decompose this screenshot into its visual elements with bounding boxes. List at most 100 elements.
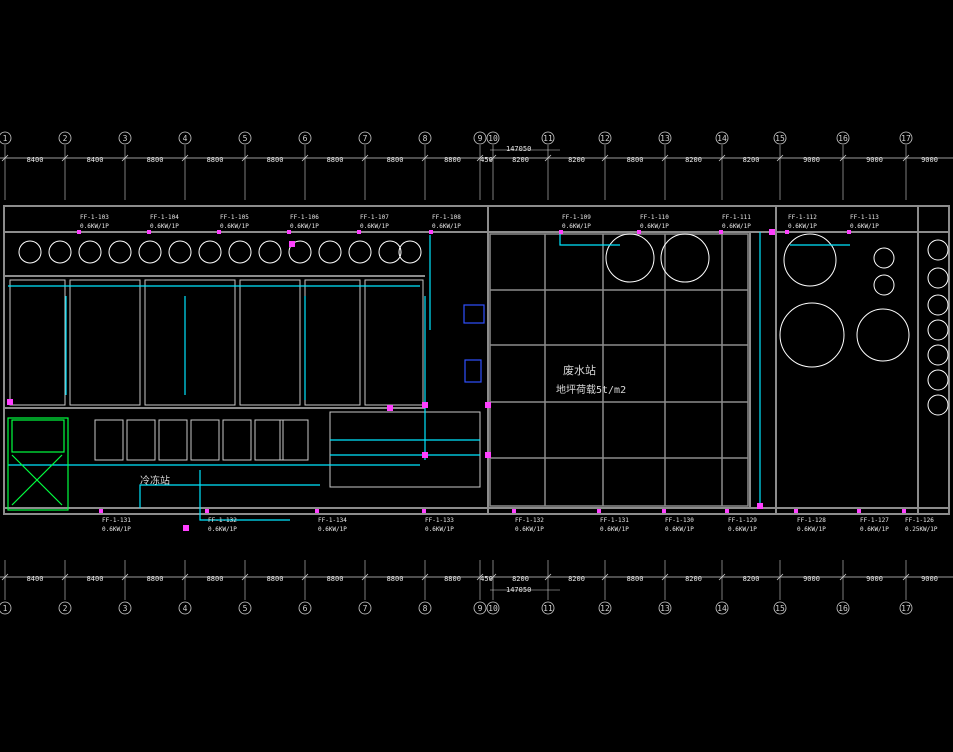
equip-bay-1 — [9, 279, 66, 406]
equipment-tag-spec: 0.6KW/1P — [360, 223, 389, 230]
axis-label: 15 — [775, 134, 785, 143]
equipment-tag-spec: 0.6KW/1P — [850, 223, 879, 230]
equipment-tag-spec: 0.6KW/1P — [318, 526, 347, 533]
tag-marker — [847, 230, 851, 234]
axis-label: 4 — [183, 134, 188, 143]
mid-tank — [873, 274, 895, 296]
tag-marker — [725, 509, 729, 513]
blue-markers — [463, 304, 485, 383]
annotation-marker — [769, 229, 775, 235]
equipment-tag-id: FF-1-107 — [360, 214, 389, 221]
axis-bubble — [836, 601, 850, 615]
dim-tick — [241, 154, 249, 162]
equipment-tag-spec: 0.6KW/1P — [432, 223, 461, 230]
axis-bubble — [715, 131, 729, 145]
axis-bubble — [899, 601, 913, 615]
axis-label: 9 — [478, 604, 483, 613]
dim-spacing-bottom: 8800 — [387, 575, 404, 583]
axis-label: 12 — [600, 134, 610, 143]
axis-label: 10 — [488, 134, 498, 143]
equipment-tag-spec: 0.6KW/1P — [208, 526, 237, 533]
room-label-floor-load: 地坪荷载5t/m2 — [556, 383, 626, 396]
dim-spacing-top: 8200 — [512, 156, 529, 164]
dim-tick — [301, 154, 309, 162]
axis-label: 2 — [63, 604, 68, 613]
small-tank — [258, 240, 282, 264]
axis-label: 2 — [63, 134, 68, 143]
axis-bubble — [118, 131, 132, 145]
equipment-tag-id: FF-1-131 — [600, 517, 629, 524]
total-dimension-bottom: 147050 — [506, 586, 531, 594]
dim-spacing-top: 8800 — [444, 156, 461, 164]
dim-tick — [839, 573, 847, 581]
tag-marker — [147, 230, 151, 234]
small-tank — [288, 240, 312, 264]
axis-grid: 1122334455667788991010111112121313141415… — [0, 131, 913, 615]
equip-bay-3 — [144, 279, 236, 406]
axis-bubble — [238, 601, 252, 615]
dim-spacing-bottom: 8200 — [743, 575, 760, 583]
dim-spacing-top: 8200 — [568, 156, 585, 164]
axis-label: 16 — [838, 604, 848, 613]
axis-label: 11 — [543, 604, 553, 613]
dim-tick — [121, 573, 129, 581]
left-equipment-room — [9, 279, 481, 488]
dim-spacing-top: 8400 — [27, 156, 44, 164]
equipment-tag-spec: 0.6KW/1P — [600, 526, 629, 533]
equipment-tag-id: FF-1-132 — [208, 517, 237, 524]
dim-tick — [241, 573, 249, 581]
right-tank — [927, 294, 949, 316]
dim-spacing-top: 8800 — [147, 156, 164, 164]
equipment-tag-spec: 0.6KW/1P — [102, 526, 131, 533]
axis-label: 10 — [488, 604, 498, 613]
equipment-tag-id: FF-1-131 — [102, 517, 131, 524]
dim-tick — [421, 573, 429, 581]
large-tank — [660, 233, 710, 283]
axis-bubble — [773, 601, 787, 615]
annotation-marker — [387, 405, 393, 411]
dim-spacing-bottom: 8800 — [444, 575, 461, 583]
dim-spacing-top: 8200 — [743, 156, 760, 164]
equipment-tag-spec: 0.25KW/1P — [905, 526, 938, 533]
tag-marker — [77, 230, 81, 234]
tag-marker — [662, 509, 666, 513]
tag-marker — [785, 230, 789, 234]
axis-bubble — [715, 601, 729, 615]
dim-spacing-top: 8400 — [87, 156, 104, 164]
annotation-marker — [485, 402, 491, 408]
dim-tick — [301, 573, 309, 581]
dim-tick — [361, 154, 369, 162]
dim-spacing-bottom: 8200 — [512, 575, 529, 583]
equipment-tag-id: FF-1-133 — [425, 517, 454, 524]
equipment-tag-spec: 0.6KW/1P — [665, 526, 694, 533]
axis-bubble — [178, 131, 192, 145]
small-tank — [18, 240, 42, 264]
equipment-tag-id: FF-1-109 — [562, 214, 591, 221]
axis-bubble — [0, 601, 12, 615]
cooling-cell-5 — [222, 419, 252, 461]
axis-bubble — [598, 601, 612, 615]
dim-tick — [121, 154, 129, 162]
dim-tick — [489, 154, 497, 162]
water-station-rooms — [489, 233, 749, 507]
equipment-tag-spec: 0.6KW/1P — [80, 223, 109, 230]
large-tank — [605, 233, 655, 283]
tag-marker — [719, 230, 723, 234]
axis-bubble — [473, 131, 487, 145]
dim-tick — [839, 154, 847, 162]
cooling-cell-6 — [254, 419, 284, 461]
dim-spacing-bottom: 9000 — [803, 575, 820, 583]
right-tank — [927, 344, 949, 366]
tag-marker — [422, 509, 426, 513]
dim-spacing-top: 8800 — [327, 156, 344, 164]
dim-spacing-bottom: 8800 — [147, 575, 164, 583]
dim-tick — [361, 573, 369, 581]
axis-bubble — [0, 131, 12, 145]
small-tank — [318, 240, 342, 264]
axis-label: 3 — [123, 134, 128, 143]
equipment-tag-id: FF-1-113 — [850, 214, 879, 221]
tag-marker — [902, 509, 906, 513]
small-tank — [48, 240, 72, 264]
axis-label: 6 — [303, 604, 308, 613]
